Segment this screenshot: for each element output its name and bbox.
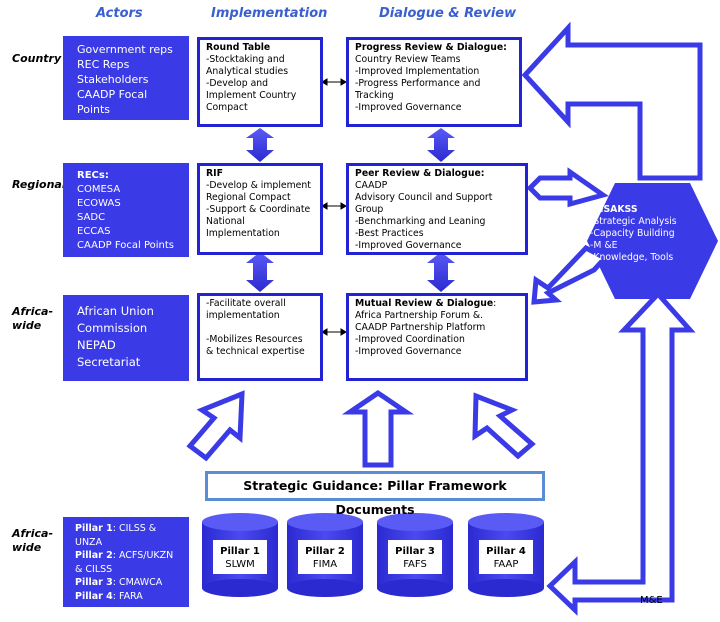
row-label-regional: Regional [12, 178, 66, 191]
dialogue-country-box: Progress Review & Dialogue: Country Revi… [346, 37, 522, 127]
header-implementation: Implementation [211, 6, 328, 21]
impl-regional-box: RIF -Develop & implement Regional Compac… [197, 163, 323, 255]
feedback-arrow-regional [526, 167, 609, 208]
row-label-africa-wide-pillars: Africa- wide [12, 527, 54, 554]
feedback-arrow-africa [531, 244, 610, 305]
dialogue-africa-box: Mutual Review & Dialogue: Africa Partner… [346, 293, 528, 381]
impl-vertical-arrow-2 [246, 252, 274, 292]
dialogue-vertical-arrow-2 [427, 252, 455, 292]
header-actors: Actors [96, 6, 143, 21]
row-label-country: Country [12, 52, 62, 65]
actors-africa-wide: African Union Commission NEPAD Secretari… [63, 295, 189, 381]
me-up-arrow [546, 290, 696, 616]
header-dialogue-review: Dialogue & Review [379, 6, 517, 21]
actors-regional: RECs: COMESA ECOWAS SADC ECCAS CAADP Foc… [63, 163, 189, 257]
resakss-text: ReSAKSS -Strategic Analysis -Capacity Bu… [590, 204, 677, 263]
feedback-arrow-top [521, 21, 703, 181]
actors-pillar-leads: Pillar 1: CILSS & UNZA Pillar 2: ACFS/UK… [63, 517, 189, 607]
strategic-guidance-box: Strategic Guidance: Pillar Framework Doc… [205, 471, 545, 517]
me-label: M&E [640, 595, 663, 606]
impl-vertical-arrow-1 [246, 128, 274, 162]
dialogue-vertical-arrow-1 [427, 128, 455, 162]
guidance-arrow-left [186, 390, 245, 462]
actors-country: Government reps REC Reps Stakeholders CA… [63, 36, 189, 120]
dialogue-regional-box: Peer Review & Dialogue: CAADP Advisory C… [346, 163, 528, 255]
impl-country-box: Round Table -Stocktaking and Analytical … [197, 37, 323, 127]
horizontal-link-arrows [321, 78, 347, 336]
guidance-arrow-right [472, 392, 536, 460]
row-label-africa-wide: Africa- wide [12, 305, 54, 332]
resakss-hexagon [587, 183, 718, 299]
guidance-arrow-center [341, 389, 415, 468]
impl-africa-box: -Facilitate overall implementation -Mobi… [197, 293, 323, 381]
